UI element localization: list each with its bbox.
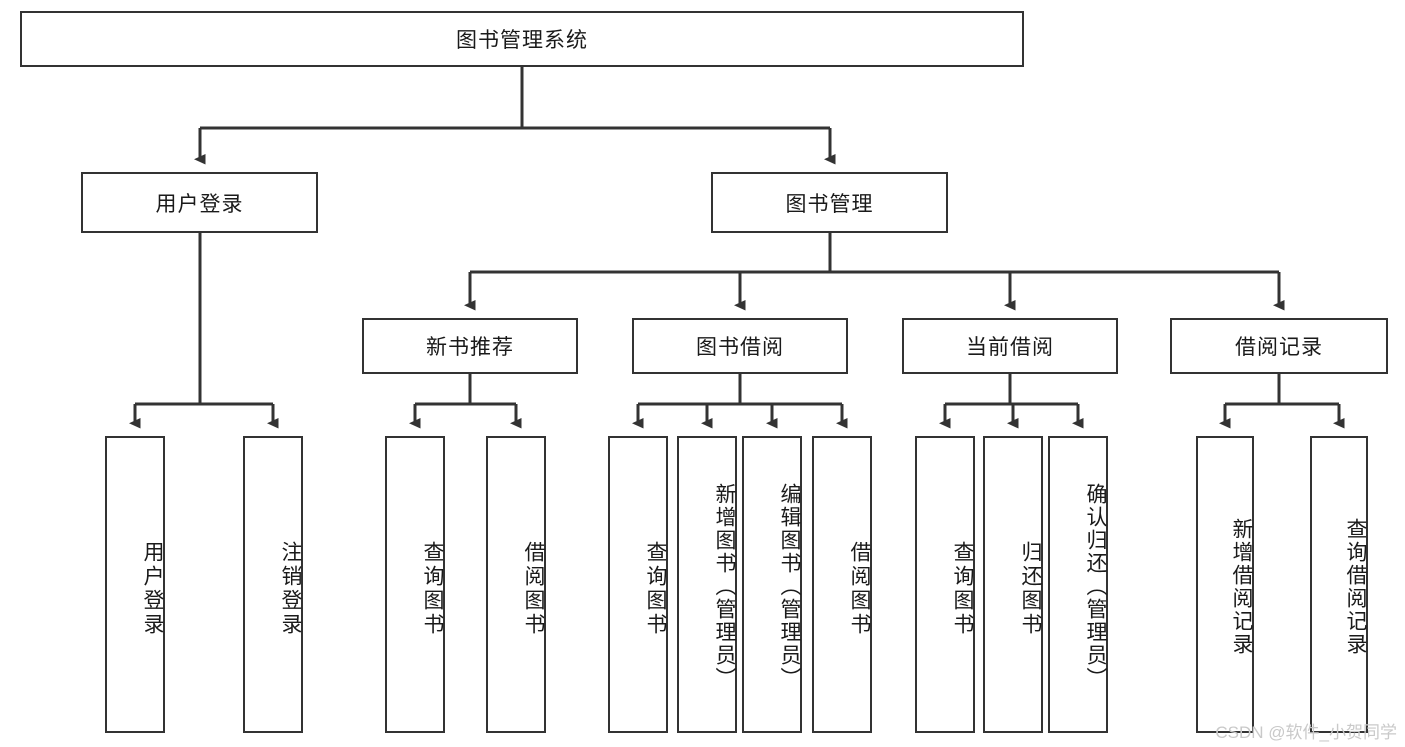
node-label: 用户登录 xyxy=(141,540,164,637)
node-newbook[interactable]: 新书推荐 xyxy=(362,318,578,374)
node-bookmgmt[interactable]: 图书管理 xyxy=(711,172,948,233)
node-label: 用户登录 xyxy=(155,192,244,216)
node-l_query3[interactable]: 查询图书 xyxy=(915,436,975,733)
node-l_logout[interactable]: 注销登录 xyxy=(243,436,303,733)
node-label: 借阅记录 xyxy=(1235,336,1323,359)
node-label: 查询图书 xyxy=(644,540,667,637)
node-login[interactable]: 用户登录 xyxy=(81,172,318,233)
node-label: 编辑图书（管理员） xyxy=(778,483,801,690)
node-l_return[interactable]: 归还图书 xyxy=(983,436,1043,733)
node-label: 确认归还（管理员） xyxy=(1084,483,1107,690)
node-l_addrec[interactable]: 新增借阅记录 xyxy=(1196,436,1254,733)
node-l_query1[interactable]: 查询图书 xyxy=(385,436,445,733)
node-l_confirm[interactable]: 确认归还（管理员） xyxy=(1048,436,1108,733)
node-label: 查询借阅记录 xyxy=(1344,517,1367,656)
node-label: 新书推荐 xyxy=(426,336,514,359)
node-l_borrow2[interactable]: 借阅图书 xyxy=(812,436,872,733)
node-l_add[interactable]: 新增图书（管理员） xyxy=(677,436,737,733)
node-label: 查询图书 xyxy=(951,540,974,637)
node-label: 新增图书（管理员） xyxy=(713,483,736,690)
node-label: 注销登录 xyxy=(279,540,302,637)
node-label: 借阅图书 xyxy=(522,540,545,637)
node-l_login[interactable]: 用户登录 xyxy=(105,436,165,733)
node-l_query2[interactable]: 查询图书 xyxy=(608,436,668,733)
node-label: 归还图书 xyxy=(1019,540,1042,637)
node-label: 图书管理系统 xyxy=(456,29,588,52)
node-label: 新增借阅记录 xyxy=(1230,517,1253,656)
node-l_edit[interactable]: 编辑图书（管理员） xyxy=(742,436,802,733)
node-root[interactable]: 图书管理系统 xyxy=(20,11,1024,67)
node-label: 图书管理 xyxy=(785,192,874,216)
node-label: 查询图书 xyxy=(421,540,444,637)
node-current[interactable]: 当前借阅 xyxy=(902,318,1118,374)
node-records[interactable]: 借阅记录 xyxy=(1170,318,1388,374)
node-label: 当前借阅 xyxy=(966,336,1054,359)
node-label: 借阅图书 xyxy=(848,540,871,637)
node-l_queryrec[interactable]: 查询借阅记录 xyxy=(1310,436,1368,733)
node-borrow[interactable]: 图书借阅 xyxy=(632,318,848,374)
watermark-label: CSDN @软件_小贺同学 xyxy=(1215,723,1397,742)
node-label: 图书借阅 xyxy=(696,336,784,359)
node-l_borrow1[interactable]: 借阅图书 xyxy=(486,436,546,733)
